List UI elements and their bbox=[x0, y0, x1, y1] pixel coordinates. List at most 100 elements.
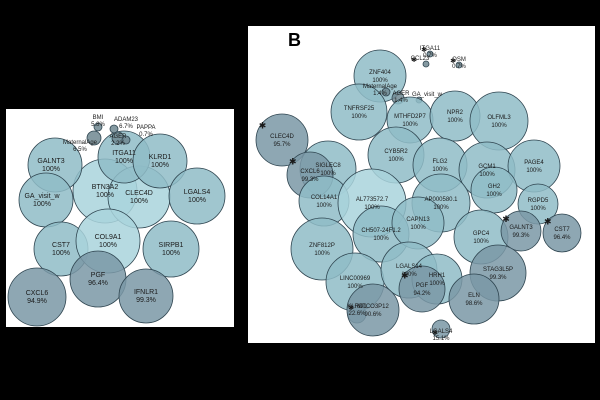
bubble-circle bbox=[255, 113, 309, 167]
bubble-name-label: GPC4 bbox=[473, 231, 490, 237]
bubble-percent-label: 1.4% bbox=[373, 91, 387, 97]
bubble-percent-label: 15.1% bbox=[432, 336, 450, 342]
bubble-percent-label: 96.4% bbox=[553, 235, 571, 241]
bubble-percent-label: 96.4% bbox=[88, 280, 108, 287]
bubble-pappa bbox=[121, 135, 131, 145]
bubble-name-label: CXCL6 bbox=[300, 169, 320, 175]
bubble-name-label: CYB5R2 bbox=[384, 149, 408, 155]
bubble-name-label: MTHFD2P7 bbox=[394, 114, 426, 120]
bubble-percent-label: 2.2% bbox=[111, 141, 125, 147]
bubble-name-label: PAPPA bbox=[136, 125, 155, 131]
bubble-name-label: CCL23 bbox=[411, 56, 430, 62]
bubble-maternalage bbox=[86, 130, 102, 146]
bubble-percent-label: 100% bbox=[314, 251, 330, 257]
bubble-name-label: AGER bbox=[392, 91, 410, 97]
bubble-percent-label: 22.6% bbox=[348, 311, 366, 317]
bubble-percent-label: 100% bbox=[526, 168, 542, 174]
bubble-percent-label: 98.6% bbox=[465, 301, 483, 307]
bubble-name-label: SIGLEC8 bbox=[315, 163, 341, 169]
bubble-percent-label: 100% bbox=[372, 78, 388, 84]
star-icon: ✱ bbox=[348, 304, 354, 312]
bubble-name-label: GH2 bbox=[488, 184, 501, 190]
bubble-name-label: GA_visit_w bbox=[412, 92, 443, 98]
bubble-name-label: CLEC4D bbox=[125, 190, 153, 197]
bubble-percent-label: 100% bbox=[388, 157, 404, 163]
bubble-percent-label: 90.6% bbox=[364, 312, 382, 318]
bubble-percent-label: 100% bbox=[410, 225, 426, 231]
bubble-name-label: SIRPB1 bbox=[159, 242, 184, 249]
bubble-percent-label: 99.3% bbox=[489, 275, 507, 281]
bubble-pgf bbox=[398, 265, 446, 313]
bubble-name-label: AGER bbox=[109, 134, 127, 140]
bubble-circle bbox=[426, 50, 434, 58]
bubble-percent-label: 100% bbox=[447, 118, 463, 124]
bubble-percent-label: 100% bbox=[347, 284, 363, 290]
bubble-name-label: ZNF812P bbox=[309, 243, 335, 249]
bubble-name-label: GALNT3 bbox=[37, 158, 64, 165]
bubble-percent-label: 100% bbox=[486, 192, 502, 198]
bubble-eln bbox=[448, 273, 500, 325]
bubble-percent-label: 100% bbox=[429, 281, 445, 287]
bubble-osm bbox=[455, 61, 463, 69]
bubble-ifnlr1 bbox=[118, 268, 174, 324]
panel-label-b: B bbox=[288, 30, 301, 50]
bubble-percent-label: 100% bbox=[99, 242, 117, 249]
bubble-bmi bbox=[93, 122, 103, 132]
bubble-percent-label: 0.7% bbox=[452, 64, 466, 70]
bubble-circle bbox=[142, 220, 200, 278]
bubble-name-label: GALNT3 bbox=[509, 225, 533, 231]
bubble-olfml3 bbox=[469, 91, 529, 151]
bubble-percent-label: 99.3% bbox=[512, 233, 530, 239]
bubble-circle bbox=[121, 135, 131, 145]
bubble-name-label: LINC00969 bbox=[340, 276, 371, 282]
bubble-name-label: KLRD1 bbox=[347, 304, 367, 310]
bubble-circle bbox=[18, 172, 74, 228]
bubble-name-label: ITGA11 bbox=[112, 150, 136, 157]
bubble-mtco3p12 bbox=[346, 283, 400, 337]
bubble-percent-label: 95.7% bbox=[273, 142, 291, 148]
bubble-pgf bbox=[69, 250, 127, 308]
bubble-percent-label: 100% bbox=[401, 272, 417, 278]
bubble-percent-label: 100% bbox=[151, 162, 169, 169]
bubble-name-label: STAG3L5P bbox=[483, 267, 513, 273]
bubble-percent-label: 100% bbox=[491, 123, 507, 129]
bubble-percent-label: 100% bbox=[130, 198, 148, 205]
bubble-circle bbox=[455, 61, 463, 69]
bubble-name-label: MTCO3P12 bbox=[357, 304, 389, 310]
bubble-name-label: OLFML3 bbox=[487, 115, 511, 121]
bubble-percent-label: 6.7% bbox=[119, 124, 133, 130]
bubble-percent-label: 1.4% bbox=[394, 98, 408, 104]
bubble-circle bbox=[422, 60, 430, 68]
star-icon: ✱ bbox=[411, 56, 417, 64]
bubble-galnt3 bbox=[500, 210, 542, 252]
bubble-name-label: PGF bbox=[416, 283, 429, 289]
bubble-percent-label: 100% bbox=[351, 114, 367, 120]
bubble-name-label: ZNF404 bbox=[369, 70, 391, 76]
bubble-name-label: CAPN13 bbox=[406, 217, 430, 223]
bubble-ga-visit-w bbox=[18, 172, 74, 228]
bubble-name-label: CLEC4D bbox=[270, 134, 294, 140]
star-icon: ✱ bbox=[421, 46, 427, 54]
bubble-circle bbox=[330, 83, 388, 141]
bubble-name-label: MaternalAge bbox=[63, 140, 98, 146]
star-icon: ✱ bbox=[544, 216, 552, 226]
bubble-itga11 bbox=[426, 50, 434, 58]
bubble-percent-label: 100% bbox=[316, 203, 332, 209]
bubble-name-label: NPR2 bbox=[447, 110, 464, 116]
bubble-percent-label: 100% bbox=[52, 250, 70, 257]
bubble-percent-label: 100% bbox=[479, 172, 495, 178]
bubble-percent-label: 100% bbox=[433, 205, 449, 211]
bubble-circle bbox=[431, 319, 451, 339]
star-icon: ✱ bbox=[432, 329, 438, 337]
bubble-maternalage bbox=[381, 87, 391, 97]
bubble-percent-label: 100% bbox=[162, 250, 180, 257]
bubble-circle bbox=[346, 283, 400, 337]
bubble-circle bbox=[86, 130, 102, 146]
bubble-circle bbox=[7, 267, 67, 327]
bubble-circle bbox=[398, 265, 446, 313]
bubble-percent-label: 100% bbox=[473, 239, 489, 245]
bubble-name-label: TNFRSF25 bbox=[344, 106, 375, 112]
star-icon: ✱ bbox=[502, 214, 510, 224]
bubble-name-label: IFNLR1 bbox=[134, 289, 158, 296]
bubble-percent-label: 100% bbox=[42, 166, 60, 173]
